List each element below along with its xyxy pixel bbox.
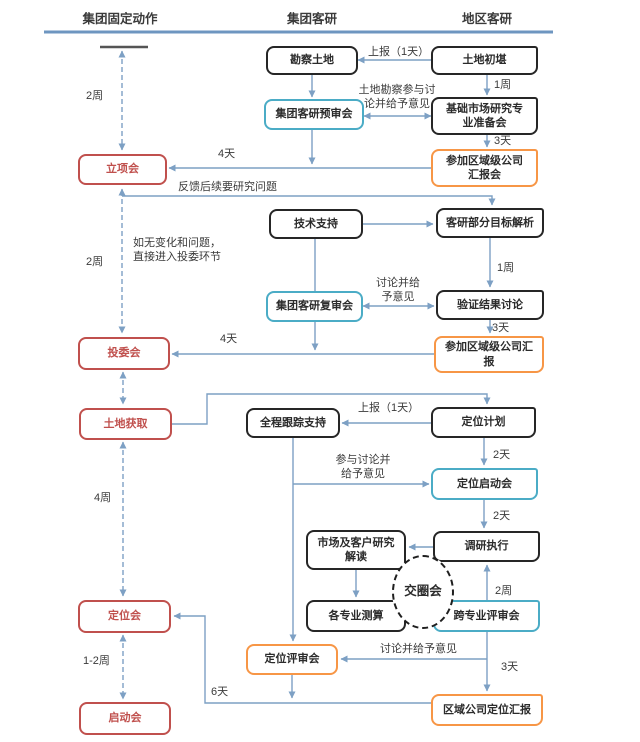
label-days4-b: 4天 bbox=[220, 333, 238, 345]
node-circle-meeting: 交圈会 bbox=[392, 555, 454, 629]
label-land-survey-discuss: 土地勘察参与讨论并给予意见 bbox=[358, 84, 436, 110]
label-days2-a: 2天 bbox=[493, 449, 511, 461]
node-positioning-meeting: 定位会 bbox=[78, 600, 171, 633]
label-report-1day-top: 上报（1天） bbox=[368, 46, 430, 58]
label-days4-a: 4天 bbox=[218, 148, 236, 160]
label-week1-a: 1周 bbox=[494, 79, 512, 91]
node-tech-support: 技术支持 bbox=[269, 209, 363, 239]
label-no-change-note: 如无变化和问题，直接进入投委环节 bbox=[133, 237, 221, 263]
label-days3-b: 3天 bbox=[492, 322, 510, 334]
node-discipline-calc: 各专业测算 bbox=[306, 600, 406, 632]
label-week1-b: 1周 bbox=[497, 262, 515, 274]
label-discuss-opinion-a: 讨论并给予意见 bbox=[376, 277, 420, 303]
node-regional-report-1: 参加区域级公司汇报会 bbox=[431, 149, 538, 187]
node-verify-discuss: 验证结果讨论 bbox=[436, 290, 544, 320]
node-regional-report-2: 参加区域级公司汇报 bbox=[434, 336, 544, 373]
label-week12: 1-2周 bbox=[83, 655, 110, 667]
node-research-exec: 调研执行 bbox=[433, 531, 540, 562]
node-survey-land: 勘察土地 bbox=[266, 46, 358, 75]
column-header-group-research: 集团客研 bbox=[286, 12, 338, 26]
label-days2-b: 2天 bbox=[493, 510, 511, 522]
label-week2-a: 2周 bbox=[86, 90, 104, 102]
node-kickoff-meeting: 启动会 bbox=[79, 702, 171, 735]
edge-landacq-to-plan bbox=[172, 393, 491, 425]
label-days6: 6天 bbox=[211, 686, 229, 698]
node-positioning-kickoff: 定位启动会 bbox=[431, 468, 538, 500]
node-basic-market-prep: 基础市场研究专业准备会 bbox=[431, 97, 538, 135]
node-regional-positioning-report: 区域公司定位汇报 bbox=[431, 694, 543, 726]
node-group-pre-review: 集团客研预审会 bbox=[264, 99, 364, 130]
label-week4: 4周 bbox=[94, 492, 112, 504]
node-cross-review: 跨专业评审会 bbox=[433, 600, 540, 632]
node-investment-meeting: 投委会 bbox=[78, 337, 170, 370]
node-group-re-review: 集团客研复审会 bbox=[266, 291, 363, 322]
label-week2-c: 2周 bbox=[495, 585, 513, 597]
node-positioning-review: 定位评审会 bbox=[246, 644, 338, 675]
column-header-group-fixed: 集团固定动作 bbox=[82, 12, 158, 26]
edge-feedback-to-analysis bbox=[122, 195, 496, 206]
column-header-regional-research: 地区客研 bbox=[461, 12, 513, 26]
node-positioning-plan: 定位计划 bbox=[431, 407, 536, 438]
label-week2-b: 2周 bbox=[86, 256, 104, 268]
label-participate-discuss: 参与讨论并给予意见 bbox=[335, 454, 391, 480]
node-full-tracking: 全程跟踪支持 bbox=[246, 408, 340, 438]
label-days3-a: 3天 bbox=[494, 135, 512, 147]
node-land-acquisition: 土地获取 bbox=[79, 408, 172, 440]
label-discuss-opinion-b: 讨论并给予意见 bbox=[380, 643, 457, 655]
label-days3-c: 3天 bbox=[501, 661, 519, 673]
node-target-analysis: 客研部分目标解析 bbox=[436, 208, 544, 238]
node-land-initial: 土地初堪 bbox=[431, 46, 538, 75]
label-feedback-issues: 反馈后续要研究问题 bbox=[178, 181, 277, 193]
label-report-1day-bottom: 上报（1天） bbox=[358, 402, 420, 414]
edge-regionpos-to-posmeeting bbox=[173, 612, 431, 704]
node-project-meeting: 立项会 bbox=[78, 154, 167, 185]
node-market-interpret: 市场及客户研究解读 bbox=[306, 530, 406, 570]
